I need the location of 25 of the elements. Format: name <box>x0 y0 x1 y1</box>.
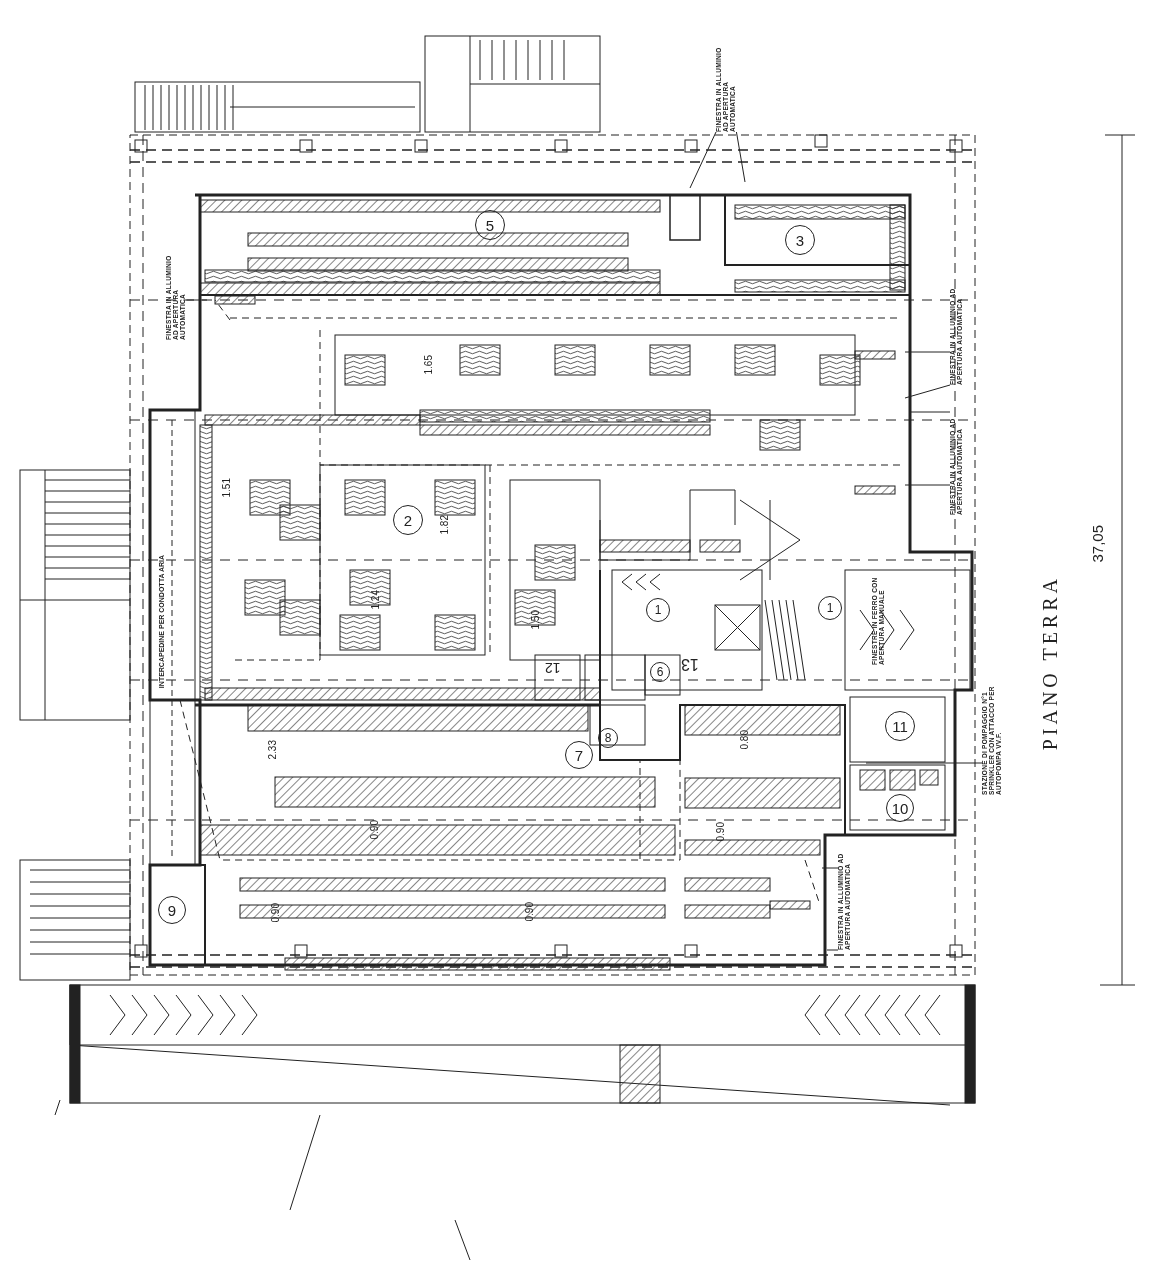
dimension-text: 0.90 <box>525 902 536 922</box>
dimension-text: 0.90 <box>271 903 282 923</box>
dimension-text: 0.80 <box>740 730 751 750</box>
leader-line <box>904 484 951 486</box>
room-number: 12 <box>545 660 561 675</box>
dimension-text: 0.90 <box>716 822 727 842</box>
leader-line <box>735 131 746 183</box>
leader-line <box>826 949 839 951</box>
dimension-text: 0.90 <box>370 820 381 840</box>
dimension-text: 1.24 <box>371 590 382 610</box>
leader-line <box>904 384 951 399</box>
leader-line <box>689 131 717 189</box>
dimension-text: 1.51 <box>222 478 233 498</box>
dimension-text: 2.33 <box>268 740 279 760</box>
dimension-text: 1.50 <box>531 610 542 630</box>
leader-line <box>904 351 951 353</box>
leader-line <box>865 762 983 764</box>
room-number: 13 <box>681 655 699 672</box>
dimension-text: 1.65 <box>424 355 435 375</box>
leader-line <box>185 299 208 301</box>
plan-title: PIANO TERRA <box>1040 575 1061 751</box>
leader-line <box>909 411 951 413</box>
dimension-text: 37,05 <box>1090 525 1106 563</box>
dimension-text: 1.82 <box>440 515 451 535</box>
leader-line <box>821 867 839 869</box>
